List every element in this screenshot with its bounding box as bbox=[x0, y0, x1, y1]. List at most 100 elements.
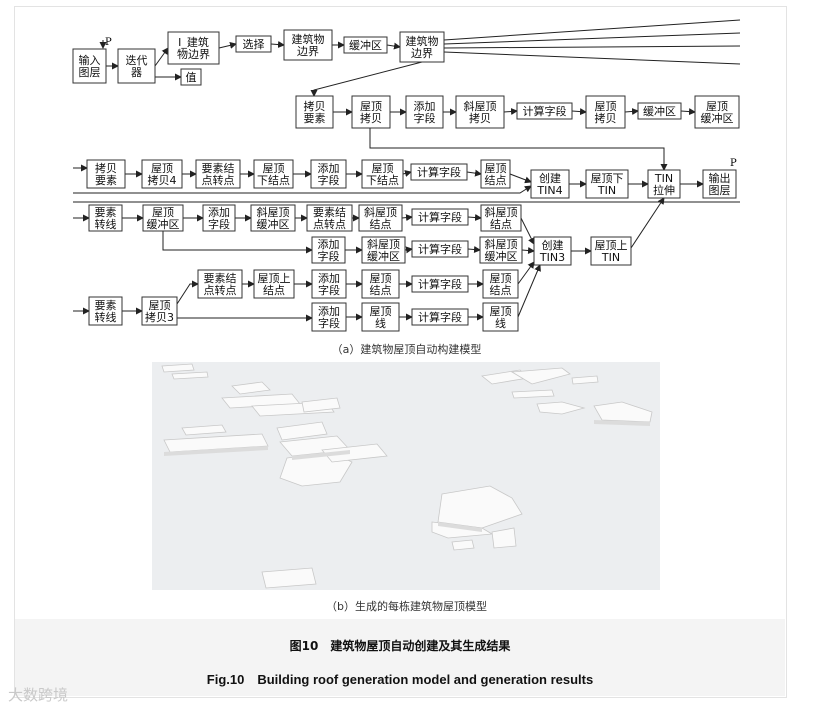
edge-tinup-tinext bbox=[630, 197, 665, 249]
node-box bbox=[480, 204, 522, 232]
node-label: 物边界 bbox=[177, 47, 210, 61]
node-label: 结点 bbox=[370, 284, 392, 297]
node-label: 要素 bbox=[95, 174, 117, 187]
node-box bbox=[167, 31, 220, 65]
node-label: 斜屋顶 bbox=[364, 206, 397, 219]
param-p-top: P bbox=[105, 37, 112, 48]
node-label: 屋顶 bbox=[706, 100, 728, 113]
flow-diagram: 输入图层迭代器I_建筑物边界值选择建筑物边界缓冲区建筑物边界拷贝要素屋顶拷贝添加… bbox=[72, 19, 741, 332]
edge-roofcopy-tinext bbox=[369, 128, 668, 171]
node-box bbox=[361, 159, 404, 189]
edge-i_bound-select bbox=[218, 41, 237, 49]
node-box bbox=[530, 169, 570, 199]
node-label: TIN bbox=[597, 184, 616, 197]
node-calc1: 计算字段 bbox=[516, 102, 573, 120]
node-label: 斜屋顶 bbox=[485, 238, 518, 251]
node-box bbox=[361, 236, 406, 264]
node-label: 添加 bbox=[208, 205, 230, 219]
diagram-edges bbox=[73, 19, 741, 322]
node-box bbox=[516, 102, 573, 120]
node-box bbox=[311, 236, 346, 264]
node-label: 缓冲区 bbox=[349, 38, 382, 52]
roof-render-image bbox=[161, 363, 653, 589]
node-label: 字段 bbox=[318, 249, 340, 263]
node-label: 拷贝 bbox=[360, 111, 382, 125]
node-roofline: 屋顶线 bbox=[361, 302, 400, 332]
node-label: 字段 bbox=[318, 283, 340, 297]
node-box bbox=[283, 29, 333, 61]
node-calc5: 计算字段 bbox=[411, 275, 469, 293]
node-box bbox=[410, 163, 468, 181]
node-box bbox=[361, 302, 400, 332]
edge-roofbuf2-addfield4 bbox=[162, 231, 313, 254]
node-label: 屋顶 bbox=[490, 272, 512, 285]
node-box bbox=[479, 236, 523, 264]
node-box bbox=[195, 159, 241, 189]
roof-model-render bbox=[152, 362, 660, 590]
node-label: 图层 bbox=[79, 66, 101, 79]
param-p-output: P bbox=[730, 158, 737, 169]
node-box bbox=[141, 159, 183, 189]
node-label: TIN bbox=[654, 172, 673, 185]
node-label: 屋顶下 bbox=[591, 172, 624, 185]
watermark-logo: 大数跨境 bbox=[8, 686, 69, 704]
node-box bbox=[343, 36, 388, 54]
node-label: I_建筑 bbox=[178, 35, 209, 49]
node-label: 点转点 bbox=[202, 173, 235, 187]
edge-buffer2-roofbuffer bbox=[680, 108, 696, 116]
node-box bbox=[72, 48, 107, 84]
edge-roofnode3-tin3 bbox=[517, 261, 535, 285]
node-label: TIN3 bbox=[539, 251, 565, 264]
node-box bbox=[142, 204, 184, 232]
node-label: 添加 bbox=[318, 304, 340, 318]
node-label: 结点 bbox=[490, 218, 512, 231]
edge-bound2-copyfeat bbox=[310, 61, 423, 97]
node-label: 计算字段 bbox=[418, 277, 462, 291]
caption-b: （b）生成的每栋建筑物屋顶模型 bbox=[326, 600, 487, 613]
edge-calc3-slantnode2 bbox=[467, 214, 482, 222]
node-roofline2: 屋顶线 bbox=[482, 302, 519, 332]
node-box bbox=[253, 159, 294, 189]
node-label: 器 bbox=[131, 66, 142, 79]
node-label: 屋顶上 bbox=[258, 272, 291, 285]
node-box bbox=[88, 204, 123, 232]
node-label: 字段 bbox=[208, 217, 230, 231]
edge-roofdown2-calc2 bbox=[402, 170, 412, 177]
node-label: 屋顶 bbox=[485, 162, 507, 175]
caption-a: （a）建筑物屋顶自动构建模型 bbox=[331, 343, 482, 356]
node-box bbox=[311, 302, 347, 332]
node-box bbox=[637, 102, 682, 120]
edge-slantcopy-calc1 bbox=[503, 107, 518, 115]
node-label: 屋顶 bbox=[370, 305, 392, 318]
node-box bbox=[250, 204, 296, 232]
node-label: 输入 bbox=[79, 53, 101, 67]
edge-roofcopy3-ftp3 bbox=[176, 280, 199, 305]
node-box bbox=[235, 35, 272, 53]
diagram-nodes: 输入图层迭代器I_建筑物边界值选择建筑物边界缓冲区建筑物边界拷贝要素屋顶拷贝添加… bbox=[72, 29, 740, 332]
node-box bbox=[482, 302, 519, 332]
node-box bbox=[180, 68, 202, 86]
node-label: 屋顶 bbox=[151, 162, 173, 175]
node-label: 线 bbox=[375, 316, 386, 330]
node-box bbox=[253, 269, 295, 299]
node-box bbox=[306, 204, 353, 232]
node-label: 缓冲区 bbox=[701, 111, 734, 125]
node-label: 输出 bbox=[709, 171, 731, 185]
node-box bbox=[480, 159, 511, 189]
node-label: 斜屋顶 bbox=[464, 100, 497, 113]
